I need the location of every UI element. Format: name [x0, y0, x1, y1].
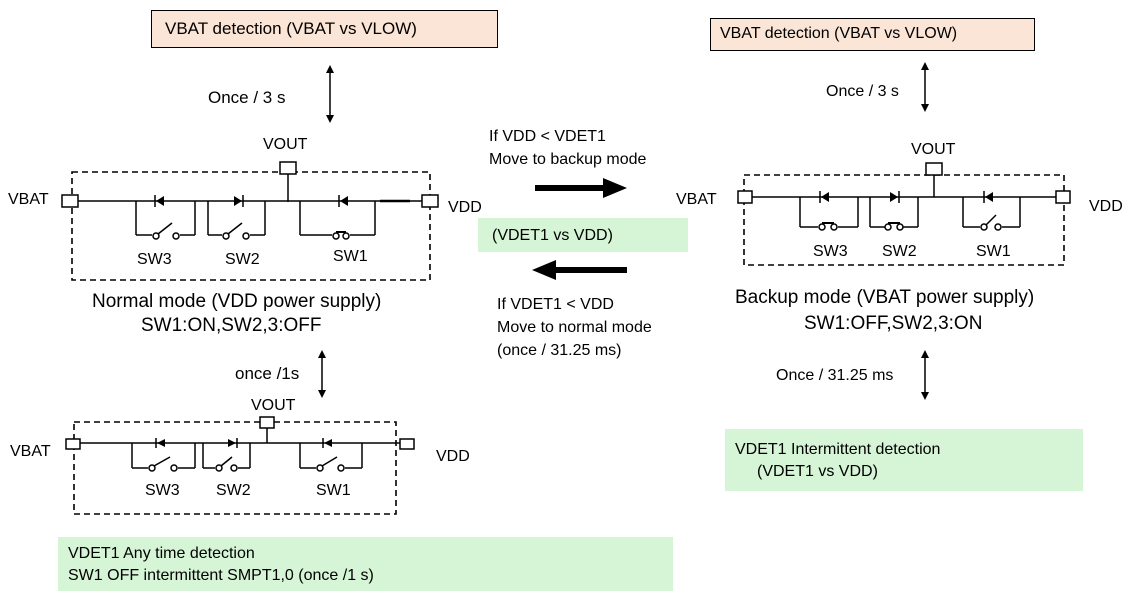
- anytime-detection-box: [58, 537, 673, 591]
- backup-sw3-label: SW3: [813, 243, 848, 260]
- to-normal-line3: (once / 31.25 ms): [497, 342, 622, 359]
- intermittent-vout-label: VOUT: [251, 397, 296, 414]
- arrow-to-normal: [532, 260, 627, 280]
- intermittent-circuit: [65, 416, 415, 515]
- anytime-detection-line1: VDET1 Any time detection: [68, 545, 255, 562]
- compare-label: (VDET1 vs VDD): [492, 227, 613, 244]
- normal-vout-label: VOUT: [263, 136, 308, 153]
- once-3s-label-left: Once / 3 s: [208, 88, 286, 107]
- backup-sw2-label: SW2: [882, 243, 917, 260]
- backup-sw1-label: SW1: [976, 243, 1011, 260]
- normal-mode-title: Normal mode (VDD power supply): [92, 291, 382, 312]
- intermittent-vdd-label: VDD: [436, 448, 470, 465]
- double-arrow-middle-left: [318, 350, 326, 398]
- intermittent-sw1-label: SW1: [316, 482, 351, 499]
- to-backup-line1: If VDD < VDET1: [489, 128, 606, 145]
- to-normal-line1: If VDET1 < VDD: [497, 296, 614, 313]
- double-arrow-right-lower: [921, 350, 929, 400]
- compare-box: [478, 218, 688, 252]
- arrow-to-backup: [535, 178, 627, 198]
- normal-sw1-label: SW1: [333, 248, 368, 265]
- vbat-detection-box-left: [151, 10, 498, 48]
- intermittent-detection-line2: (VDET1 vs VDD): [757, 463, 878, 480]
- once-31ms-label: Once / 31.25 ms: [776, 367, 894, 384]
- once-3s-label-right: Once / 3 s: [826, 83, 899, 100]
- intermittent-vbat-label: VBAT: [10, 443, 51, 460]
- normal-sw2-label: SW2: [225, 251, 260, 268]
- vbat-detection-label-left: VBAT detection (VBAT vs VLOW): [165, 19, 417, 38]
- backup-vbat-label: VBAT: [676, 191, 717, 208]
- intermittent-sw2-label: SW2: [216, 482, 251, 499]
- normal-mode-circuit: [61, 161, 439, 281]
- backup-mode-circuit: [737, 162, 1071, 266]
- to-normal-line2: Move to normal mode: [497, 319, 652, 336]
- once-1s-label: once /1s: [235, 364, 300, 383]
- backup-mode-switches: SW1:OFF,SW2,3:ON: [804, 313, 983, 334]
- backup-mode-title: Backup mode (VBAT power supply): [735, 287, 1035, 308]
- double-arrow-top-right: [921, 62, 929, 112]
- normal-mode-switches: SW1:ON,SW2,3:OFF: [141, 315, 322, 336]
- to-backup-line2: Move to backup mode: [489, 151, 647, 168]
- anytime-detection-line2: SW1 OFF intermittent SMPT1,0 (once /1 s): [68, 567, 374, 584]
- double-arrow-top-left: [326, 65, 334, 123]
- intermittent-sw3-label: SW3: [145, 482, 180, 499]
- backup-vout-label: VOUT: [911, 141, 956, 158]
- normal-sw3-label: SW3: [137, 251, 172, 268]
- vbat-detection-box-right: [710, 18, 1035, 51]
- intermittent-detection-line1: VDET1 Intermittent detection: [735, 441, 941, 458]
- vbat-detection-label-right: VBAT detection (VBAT vs VLOW): [720, 25, 958, 42]
- intermittent-detection-box: [725, 429, 1083, 491]
- backup-vdd-label: VDD: [1089, 198, 1123, 215]
- normal-vbat-label: VBAT: [8, 191, 49, 208]
- normal-vdd-label: VDD: [448, 199, 482, 216]
